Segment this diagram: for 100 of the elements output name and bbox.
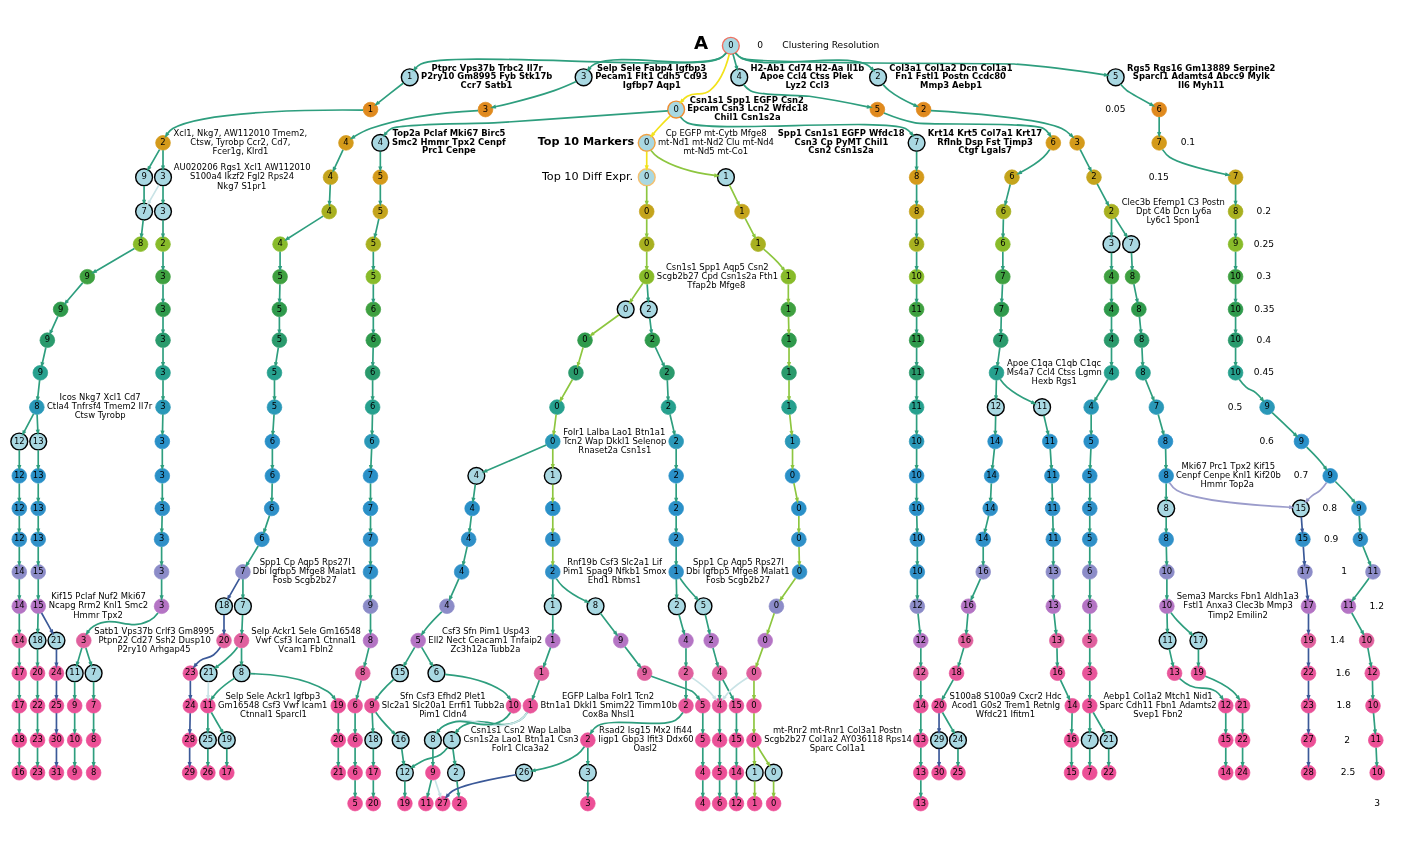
arrow (796, 515, 801, 535)
arrow (278, 250, 283, 272)
node-circle: 3 (578, 763, 597, 782)
arrow (981, 546, 986, 568)
arrow (353, 779, 358, 799)
arrow (205, 712, 210, 735)
node-circle: 7 (233, 597, 253, 616)
label: Clustering Resolution (782, 40, 880, 51)
node-circle: 4 (453, 564, 470, 580)
node-circle: 30 (48, 732, 65, 748)
arrow (1164, 516, 1169, 535)
arrow (1087, 482, 1092, 504)
arrow (336, 746, 341, 768)
arrow (17, 449, 22, 471)
arrow (674, 482, 679, 504)
arrow (1059, 679, 1071, 702)
arrow (72, 746, 77, 768)
node-circle: 1 (442, 731, 461, 750)
arrow (550, 578, 555, 601)
node-circle: 3 (153, 564, 170, 580)
arrow (1051, 578, 1056, 602)
node-circle: 7 (1148, 399, 1165, 415)
arrow (36, 515, 41, 535)
node-label: Krt14 Krt5 Col7a1 Krt17 Rflnb Dsp Fst Timp3 Ctgf Lgals7 (927, 128, 1043, 156)
node-circle: 2 (155, 135, 171, 151)
node-circle: 7 (233, 632, 250, 649)
arrow (17, 578, 22, 602)
label: 0.15 (1148, 171, 1169, 182)
node-circle: 2 (660, 399, 677, 415)
arrow (678, 613, 686, 636)
node-circle: 25 (198, 731, 217, 750)
arrow (224, 747, 229, 768)
node-circle: 13 (1049, 632, 1065, 649)
arrow (355, 679, 362, 701)
arrow (17, 647, 22, 669)
arrow (752, 780, 757, 799)
arrow (63, 282, 84, 306)
node-label: Ptprc Vps37b Trbc2 Il7r P2ry10 Gm8995 Fyb Stk17b Ccr7 Satb1 (420, 62, 553, 90)
arrow (1168, 648, 1175, 669)
arrow (1304, 481, 1328, 504)
node-circle: 11 (908, 365, 925, 381)
arrow (40, 346, 47, 368)
arrow (277, 283, 282, 305)
arrow (679, 53, 731, 105)
arrow (1049, 448, 1054, 472)
arrow (644, 218, 649, 240)
node-circle: 5 (869, 101, 886, 118)
node-circle: 1 (734, 203, 750, 220)
arrow (576, 346, 584, 368)
node-circle: 11 (908, 399, 925, 415)
arrow (426, 779, 433, 799)
node-circle: 7 (995, 269, 1011, 285)
label: 0.3 (1256, 271, 1272, 282)
arrow (983, 514, 990, 535)
node-circle: 10 (908, 433, 925, 450)
arrow (160, 185, 166, 206)
arrow (589, 711, 684, 736)
node-label: Folr1 Lalba Lao1 Btn1a1 Tcn2 Wap Dkkl1 Selenop Rnaset2a Csn1s1 (563, 426, 667, 455)
node-circle: 24 (182, 698, 199, 714)
arrow (988, 482, 993, 504)
arrow (654, 346, 666, 369)
arrow (624, 645, 642, 669)
node-circle: 29 (181, 765, 198, 781)
node-circle: 9 (1227, 236, 1244, 252)
arrow (160, 219, 166, 240)
arrow (452, 747, 457, 767)
label: 0.45 (1253, 367, 1275, 378)
node-circle: 2 (668, 433, 684, 450)
node-circle: 3 (155, 301, 171, 318)
arrow (444, 773, 517, 800)
node-circle: 8 (132, 236, 149, 252)
node-circle: 13 (1166, 665, 1183, 681)
node-circle: 16 (11, 765, 27, 781)
arrow (644, 150, 649, 172)
arrow (160, 149, 166, 172)
arrow (327, 183, 332, 207)
arrow (370, 347, 375, 368)
arrow (788, 413, 794, 437)
node-circle: 31 (48, 765, 65, 781)
node-circle: 8 (1124, 269, 1141, 285)
node-circle: 5 (365, 269, 382, 285)
arrow (160, 379, 166, 403)
node-circle: 2 (644, 332, 661, 348)
node-circle: 5 (266, 399, 283, 415)
node-label: Csn1s1 Spp1 Aqp5 Csn2 Scgb2b27 Cpd Csn1s2a Fth1 Tfap2b Mfge8 (656, 261, 779, 291)
arrow (1302, 546, 1307, 568)
node-circle: 1 (522, 698, 539, 714)
arrow (36, 449, 41, 471)
node-circle: 6 (264, 468, 281, 484)
node-circle: 3 (76, 632, 92, 649)
node-circle: 9 (1259, 399, 1275, 415)
arrow (665, 379, 671, 403)
arrow (691, 676, 718, 702)
node-circle: 10 (1159, 564, 1175, 580)
node-circle: 15 (30, 564, 46, 580)
node-circle: 8 (908, 203, 925, 220)
node-circle: 7 (362, 531, 379, 547)
node-circle: 4 (695, 765, 711, 781)
node-circle: 12 (909, 598, 925, 614)
node-circle: 7 (988, 365, 1005, 381)
